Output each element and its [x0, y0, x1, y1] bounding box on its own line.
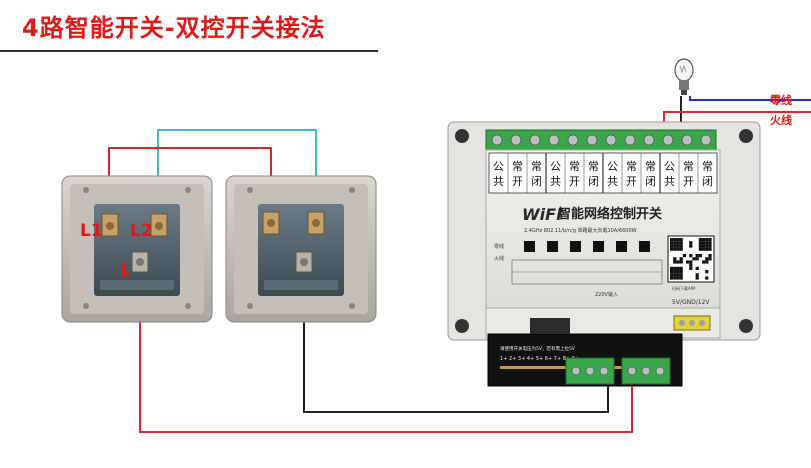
- wall-switch-1: [61, 175, 213, 323]
- terminal-label-char: 闭: [531, 175, 542, 188]
- page-title: 4路智能开关-双控开关接法: [22, 14, 326, 42]
- terminal-label-char: 闭: [645, 175, 656, 188]
- terminal-label-char: 公: [607, 160, 618, 173]
- red-live-wire: [139, 262, 633, 433]
- terminal-label-char: 公: [550, 160, 561, 173]
- terminal-label-char: 闭: [588, 175, 599, 188]
- pcb-note: 请使用开关电压为5V，若有需上拉5V: [500, 345, 576, 352]
- light-bulb-icon: [674, 58, 694, 95]
- terminal-label-char: 共: [664, 175, 675, 188]
- relay-side-zero: 零线: [494, 243, 504, 250]
- zero-line-label: 零线: [769, 93, 792, 107]
- terminal-label-char: 常: [645, 160, 656, 173]
- terminal-label-char: 开: [512, 175, 523, 188]
- terminal-label-char: 公: [493, 160, 504, 173]
- terminal-label-char: 常: [512, 160, 523, 173]
- relay-product-name: 智能网络控制开关: [558, 206, 662, 222]
- terminal-label-char: 开: [626, 175, 637, 188]
- title-underline: [0, 50, 378, 52]
- wifi-icon: WiFi: [522, 205, 562, 224]
- relay-screw-row: [491, 134, 712, 146]
- terminal-label-char: 常: [702, 160, 713, 173]
- terminal-label-char: 闭: [702, 175, 713, 188]
- relay-side-fire: 火线: [494, 255, 504, 262]
- terminal-label-char: 开: [683, 175, 694, 188]
- terminal-label-char: 开: [569, 175, 580, 188]
- terminal-label-char: 公: [664, 160, 675, 173]
- wall-switch-2: [225, 175, 377, 323]
- pcb-pin-labels: 1+ 2+ 3+ 4+ 5+ 6+ 7+ 8+ 9+: [500, 356, 579, 362]
- terminal-l1-label: L1: [80, 221, 103, 241]
- relay-power-label: 5V/GND/12V: [672, 299, 710, 306]
- input-pcb: 请使用开关电压为5V，若有需上拉5V 1+ 2+ 3+ 4+ 5+ 6+ 7+ …: [487, 318, 683, 387]
- qr-caption: 扫码下载APP: [672, 285, 696, 291]
- terminal-l-label: L: [120, 261, 131, 281]
- terminal-label-char: 共: [550, 175, 561, 188]
- terminal-label-char: 常: [569, 160, 580, 173]
- terminal-label-char: 常: [588, 160, 599, 173]
- terminal-label-char: 常: [683, 160, 694, 173]
- relay-spec: 2.4GHz 802.11/b/n/g 单路最大负载10A/6600W: [524, 227, 637, 234]
- relay-input-label: 220V输入: [595, 291, 618, 298]
- terminal-label-char: 常: [626, 160, 637, 173]
- terminal-label-char: 共: [493, 175, 504, 188]
- relay-buttons[interactable]: [524, 241, 650, 252]
- terminal-label-char: 常: [531, 160, 542, 173]
- terminal-label-char: 共: [607, 175, 618, 188]
- qr-code-icon: [667, 235, 715, 283]
- terminal-l2-label: L2: [130, 221, 153, 241]
- fire-line-label: 火线: [770, 113, 792, 127]
